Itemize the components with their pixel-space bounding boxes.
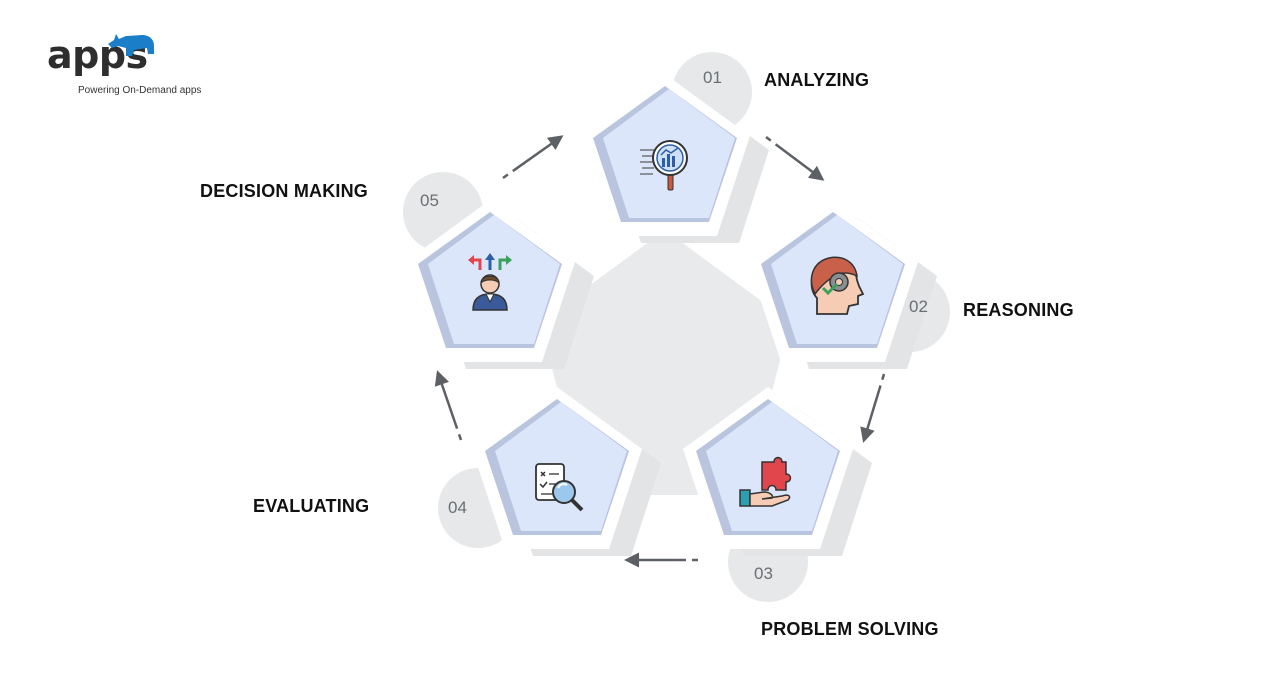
person-arrows-icon	[468, 253, 512, 311]
arrow-04-to-05	[434, 370, 463, 441]
stage-05-title: DECISION MAKING	[200, 181, 369, 201]
hand-puzzle-icon	[739, 456, 792, 507]
logo-tagline: Powering On-Demand apps	[78, 85, 202, 96]
stage-02-title: REASONING	[963, 300, 1074, 320]
checklist-magnifier-icon	[535, 463, 584, 512]
stage-02-number: 02	[909, 297, 928, 316]
stage-01-number: 01	[703, 68, 722, 87]
cycle-arrows	[434, 135, 886, 568]
stage-03-title: PROBLEM SOLVING	[761, 619, 939, 639]
head-gear-icon	[810, 256, 865, 315]
brand-logo: apps Powering On-Demand apps	[46, 30, 226, 100]
stage-03-number: 03	[754, 564, 773, 583]
stage-05-number: 05	[420, 191, 439, 210]
stage-04-number: 04	[448, 498, 467, 517]
arrow-01-to-02	[765, 136, 825, 181]
stage-04-title: EVALUATING	[253, 496, 370, 516]
arrow-05-to-01	[502, 135, 564, 180]
magnifier-chart-icon	[640, 140, 688, 191]
rhino-icon	[108, 34, 154, 56]
stage-01-title: ANALYZING	[764, 70, 870, 90]
arrow-02-to-03	[860, 373, 886, 443]
